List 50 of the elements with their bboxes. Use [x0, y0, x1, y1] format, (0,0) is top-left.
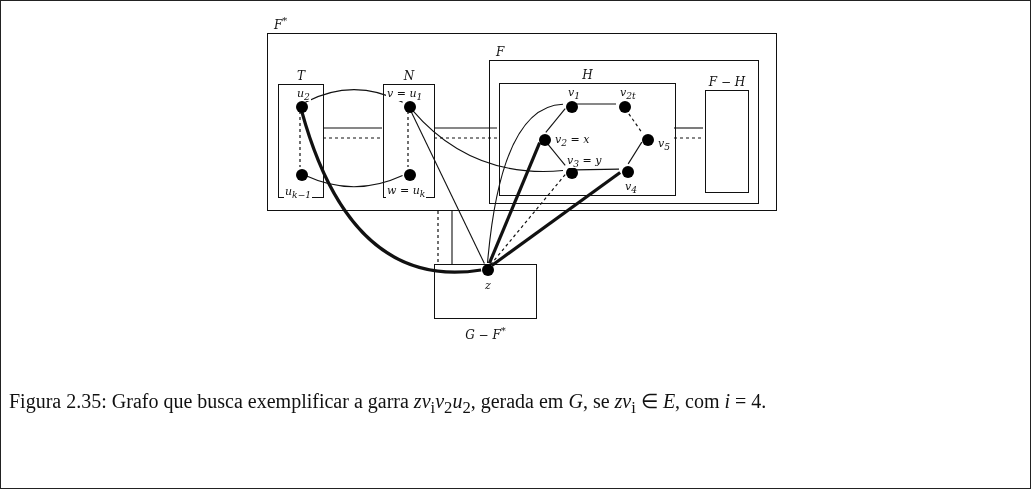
- vertex-label: v$_{2t}$: [619, 87, 637, 101]
- graph-edge: [673, 137, 704, 139]
- vertex-label: v$_{5}$: [657, 138, 672, 152]
- graph-edge: [433, 127, 498, 129]
- vertex-label: v$_{4}$: [624, 181, 639, 195]
- graph-edge: [451, 210, 453, 265]
- graph-edge: [299, 110, 301, 168]
- graph-edge: [673, 127, 704, 129]
- vertex-label: w = u$_{k}$: [386, 185, 427, 199]
- graph-edge: [574, 168, 620, 171]
- vertex-label: v$_{1}$: [567, 87, 582, 101]
- graph-edge: [490, 174, 566, 265]
- graph-vertex: [404, 169, 416, 181]
- set-label: F − H: [708, 76, 746, 88]
- graph-edge: [322, 127, 383, 129]
- graph-edge: [322, 137, 383, 139]
- graph-edge: [437, 210, 439, 265]
- graph-edge: [545, 108, 566, 133]
- figure-caption: Figura 2.35: Grafo que busca exemplificar a garra zv$_{i}$v$_{2}$u$_{2}$, gerada em G, se zv$_{i}$ ∈ E, com i = 4.: [9, 389, 768, 419]
- graph-vertex: [642, 134, 654, 146]
- graph-edge: [411, 109, 564, 172]
- graph-edge: [304, 89, 404, 103]
- vertex-label: u$_{k−1}$: [284, 186, 313, 200]
- graph-edge: [300, 110, 482, 274]
- graph-vertex: [622, 166, 634, 178]
- graph-vertex: [566, 101, 578, 113]
- graph-edge: [407, 110, 409, 168]
- set-label: N: [403, 70, 415, 82]
- graph-edge: [486, 103, 564, 264]
- graph-vertex: [296, 101, 308, 113]
- set-label: F: [496, 46, 505, 58]
- graph-edge: [433, 137, 498, 139]
- graph-edge: [487, 141, 542, 265]
- vertex-label: z: [484, 280, 492, 291]
- graph-edge: [574, 103, 617, 105]
- set-label: H: [582, 69, 593, 81]
- graph-edge: [490, 171, 622, 267]
- vertex-label: v$_{3}$ = y: [566, 155, 603, 169]
- vertex-label: v$_{2}$ = x: [554, 134, 591, 148]
- graph-vertex: [539, 134, 551, 146]
- vertex-label: v = u$_{1}$: [386, 88, 424, 102]
- graph-vertex: [404, 101, 416, 113]
- vertex-label: u$_{2}$: [296, 88, 311, 102]
- graph-edge: [627, 141, 643, 165]
- graph-vertex: [619, 101, 631, 113]
- graph-vertex: [296, 169, 308, 181]
- set-label: G − F$^{*}$: [465, 326, 506, 341]
- set-label: T: [297, 70, 305, 82]
- set-label: F$^{*}$: [274, 16, 288, 31]
- graph-vertex: [482, 264, 494, 276]
